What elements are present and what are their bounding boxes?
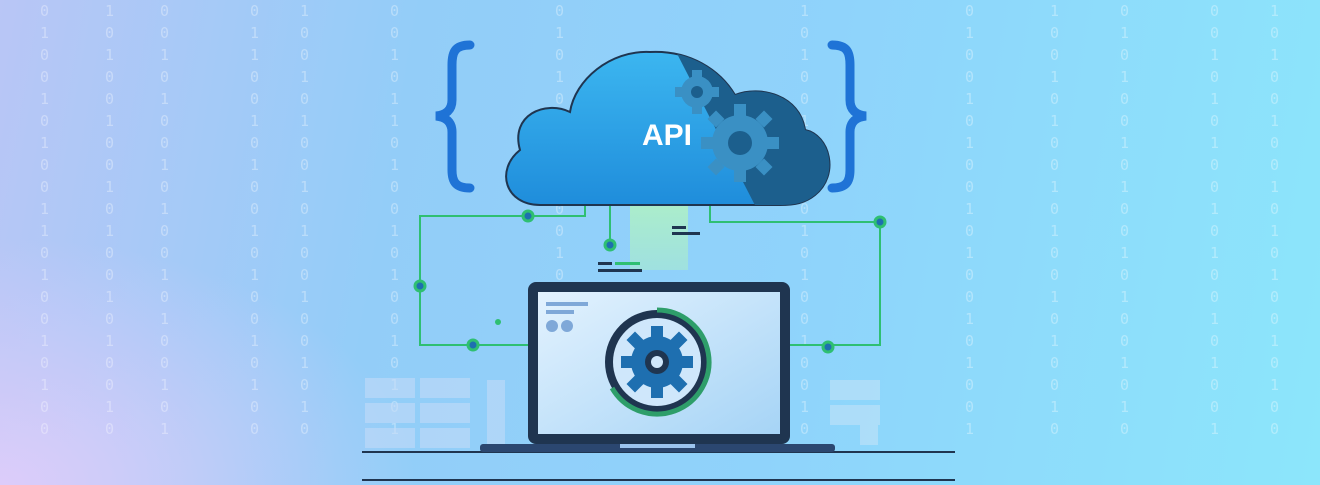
gear-icon — [621, 326, 693, 398]
laptop-icon — [480, 282, 835, 452]
api-label: API — [642, 119, 692, 152]
gear-icon — [701, 104, 779, 182]
data-beam — [630, 205, 688, 270]
curly-brace-icon — [435, 40, 867, 193]
screen-text-line — [546, 302, 588, 306]
cloud-icon: API — [505, 50, 831, 206]
server-rack-icon — [365, 378, 880, 448]
screen-text-line — [546, 310, 574, 314]
screen-dot — [561, 320, 573, 332]
screen-dot — [546, 320, 558, 332]
circuit-dot — [495, 319, 501, 325]
code-lines — [598, 226, 700, 272]
circuit-nodes — [413, 209, 887, 354]
gear-icon — [675, 70, 719, 114]
progress-ring — [609, 307, 712, 417]
